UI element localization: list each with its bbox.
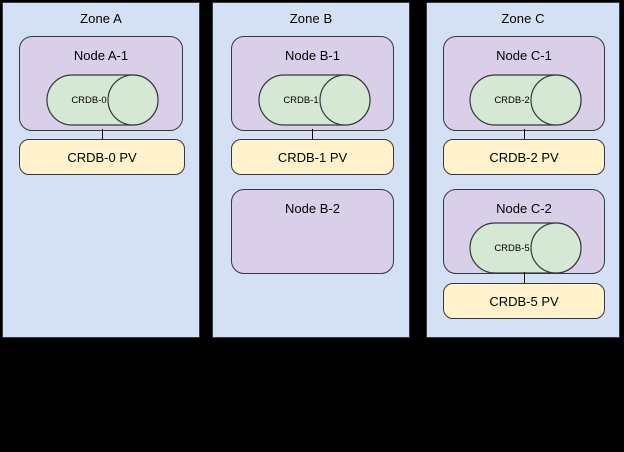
cylinder-database-icon[interactable]: CRDB-2: [469, 74, 582, 126]
cylinder-database-icon[interactable]: CRDB-5: [469, 222, 582, 274]
node-b-1[interactable]: Node B-1 CRDB-1: [231, 36, 394, 131]
node-a-1-db-label: CRDB-0: [71, 94, 107, 106]
zone-b[interactable]: Zone B Node B-1 CRDB-1 CRDB-1 PV Node B-…: [212, 2, 410, 338]
node-c-1-label: Node C-1: [496, 48, 552, 63]
pv-crdb-5-label: CRDB-5 PV: [489, 293, 559, 309]
connector-node-c-2-to-pv: [524, 272, 525, 284]
pv-crdb-1-label: CRDB-1 PV: [277, 149, 348, 165]
node-c-1-db-label: CRDB-2: [494, 94, 530, 106]
pv-crdb-5[interactable]: CRDB-5 PV: [443, 283, 605, 319]
node-c-2-db-label: CRDB-5: [494, 242, 530, 254]
node-a-1-label: Node A-1: [73, 48, 129, 63]
pv-crdb-2-label: CRDB-2 PV: [489, 149, 559, 165]
pv-crdb-0[interactable]: CRDB-0 PV: [19, 139, 185, 175]
cylinder-database-icon[interactable]: CRDB-1: [258, 74, 371, 126]
pv-crdb-1[interactable]: CRDB-1 PV: [231, 139, 394, 175]
zone-a[interactable]: Zone A Node A-1 CRDB-0 CRDB-0 PV: [2, 2, 200, 338]
zone-c-label: Zone C: [501, 11, 545, 26]
zone-b-label: Zone B: [289, 11, 333, 26]
node-c-2-label: Node C-2: [496, 201, 552, 216]
pv-crdb-0-label: CRDB-0 PV: [67, 149, 137, 165]
node-c-2[interactable]: Node C-2 CRDB-5: [443, 189, 605, 274]
node-c-1[interactable]: Node C-1 CRDB-2: [443, 36, 605, 131]
node-a-1[interactable]: Node A-1 CRDB-0: [19, 36, 183, 131]
pv-crdb-2[interactable]: CRDB-2 PV: [443, 139, 605, 175]
node-b-2[interactable]: Node B-2: [231, 189, 394, 274]
zone-c[interactable]: Zone C Node C-1 CRDB-2 CRDB-2 PV Node C-…: [426, 2, 620, 338]
node-b-1-label: Node B-1: [285, 48, 340, 63]
zone-a-label: Zone A: [80, 11, 122, 26]
cylinder-database-icon[interactable]: CRDB-0: [46, 74, 159, 126]
node-b-2-label: Node B-2: [285, 201, 340, 216]
connector-node-c-1-to-pv: [524, 129, 525, 141]
connector-node-a-1-to-pv: [102, 129, 103, 141]
node-b-1-db-label: CRDB-1: [283, 94, 319, 106]
connector-node-b-1-to-pv: [312, 129, 313, 141]
